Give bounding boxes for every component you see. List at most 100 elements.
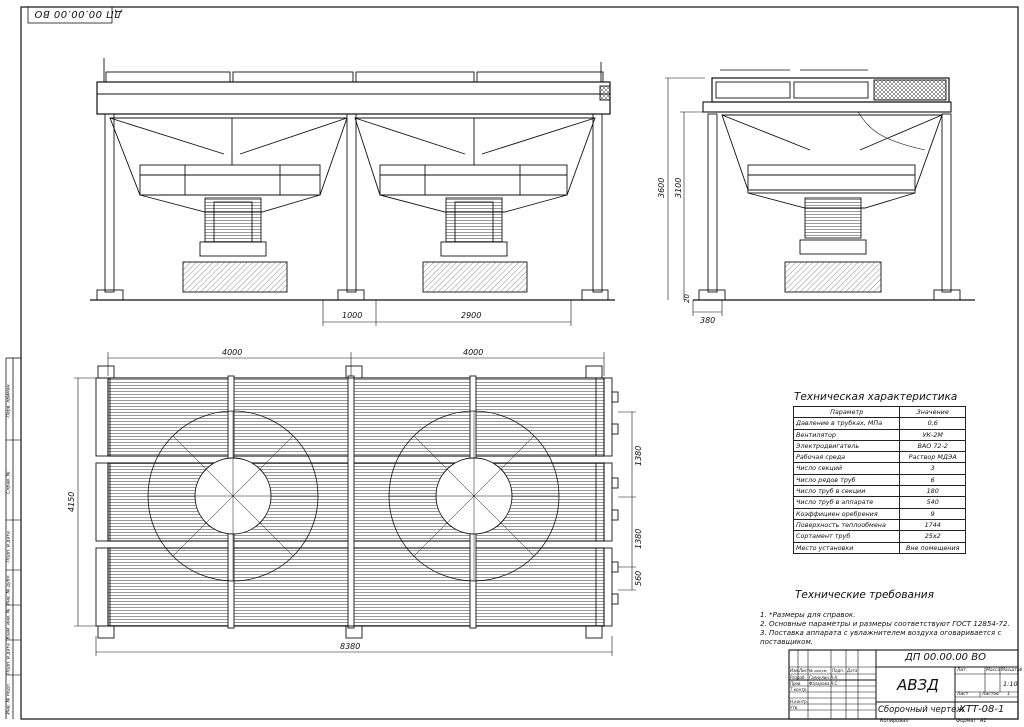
spec-value: 6 xyxy=(899,473,966,487)
spec-param: Давление в трубках, МПа xyxy=(792,417,901,430)
title-sheets-value: 1 xyxy=(1007,692,1010,697)
spec-value: 9 xyxy=(899,507,966,520)
dim-8380: 8380 xyxy=(340,642,360,651)
spec-param: Число труб в аппарате xyxy=(792,496,901,509)
end-view xyxy=(693,69,975,301)
title-block-cell: Изм. xyxy=(790,668,800,673)
plan-view-dimensions xyxy=(74,352,636,656)
spec-value: Раствор МДЭА xyxy=(899,451,966,464)
spec-value: 0,6 xyxy=(899,417,966,430)
spec-param: Рабочая среда xyxy=(792,451,901,464)
title-name: АВЗД xyxy=(897,676,939,694)
title-block-cell: Лист xyxy=(799,668,810,673)
requirements-list: 1. *Размеры для справок. 2. Основные пар… xyxy=(760,610,1012,646)
title-block-cell: Фазарова А.С. xyxy=(809,681,839,686)
spec-param: Число секций xyxy=(792,462,901,475)
spec-param: Число труб в секции xyxy=(792,485,901,498)
sheet-frame xyxy=(20,6,1019,720)
spec-value: Вне помещения xyxy=(899,541,966,554)
spec-param: Вентилятор xyxy=(792,428,901,441)
spec-col-param: Параметр xyxy=(792,405,901,419)
spec-value: 25х2 xyxy=(899,530,966,543)
spec-value: УК-2М xyxy=(899,428,966,441)
left-strip-label: Взам. инв. № xyxy=(6,608,12,640)
left-strip-label: Справ. № xyxy=(6,471,12,494)
title-copied: Копировал xyxy=(880,718,909,724)
left-strip-label: Перв. примен. xyxy=(6,383,12,418)
end-view-dimensions xyxy=(665,77,723,316)
title-doc-code: ДП 00.00.00 ВО xyxy=(905,652,986,663)
title-drawing-number: ХТТ-08-1 xyxy=(959,704,1005,715)
top-stamp-box xyxy=(27,6,113,24)
dim-3600: 3600 xyxy=(657,178,666,198)
requirement-item: 1. *Размеры для справок. xyxy=(760,610,856,619)
title-head-mass: Масса xyxy=(986,668,1001,673)
title-format-label: Формат xyxy=(956,718,977,724)
spec-param: Сортамент труб xyxy=(792,530,901,543)
dim-560: 560 xyxy=(634,571,643,586)
title-block-cell: Н.контр. xyxy=(790,699,808,704)
spec-value: 1744 xyxy=(899,518,966,532)
dim-1000: 1000 xyxy=(342,311,362,320)
dim-2900: 2900 xyxy=(461,311,481,320)
title-doc-type: Сборочный чертеж xyxy=(878,705,964,715)
title-block-cell: Подп. xyxy=(832,668,845,673)
spec-value: ВАО 72-2 xyxy=(899,439,966,453)
title-block-cell: Разраб. xyxy=(790,675,806,680)
spec-param: Поверхность теплообмена xyxy=(792,518,901,532)
dim-4150: 4150 xyxy=(67,492,76,512)
requirement-item: 2. Основные параметры и размеры соответс… xyxy=(760,619,1010,628)
spec-param: Коэффициен оребрения xyxy=(792,507,901,520)
dim-3100: 3100 xyxy=(674,178,683,198)
dim-4000-left: 4000 xyxy=(222,348,242,357)
title-format-value: А1 xyxy=(980,718,987,724)
left-strip-label: Подп. и дата xyxy=(6,531,12,563)
spec-table: Параметр Значение Давление в трубках, МП… xyxy=(792,405,966,554)
dim-4000-right: 4000 xyxy=(463,348,483,357)
requirement-item: 3. Поставка аппарата с увлажнителем возд… xyxy=(760,628,1002,646)
title-head-sheet: Лист xyxy=(957,692,969,697)
dim-380: 380 xyxy=(700,316,715,325)
title-head-scale: Масштаб xyxy=(1001,668,1023,673)
left-binding-strip xyxy=(5,357,21,719)
left-strip-label: Инв. № дубл. xyxy=(6,574,12,606)
spec-value: 180 xyxy=(899,485,966,498)
spec-value: 540 xyxy=(899,496,966,509)
spec-param: Электродвигатель xyxy=(792,439,901,453)
dim-1380-a: 1380 xyxy=(634,446,643,466)
left-strip-label: Подп. и дата xyxy=(6,643,12,675)
requirements-title: Технические требования xyxy=(795,589,934,601)
title-scale-value: 1:10 xyxy=(1003,680,1018,688)
left-strip-label: Инв. № подл. xyxy=(6,682,12,715)
spec-param: Место установки xyxy=(792,541,901,554)
title-block-cell: Утв. xyxy=(790,705,799,710)
title-block-cell: Галиулин А.А. xyxy=(809,675,839,680)
dim-1380-b: 1380 xyxy=(634,529,643,549)
top-document-code: ДП 00.00.00 ВО xyxy=(34,8,122,19)
plan-view xyxy=(95,365,619,639)
spec-col-value: Значение xyxy=(899,405,966,419)
spec-param: Число рядов труб xyxy=(792,473,901,487)
title-head-lit: Лит. xyxy=(957,668,968,673)
title-block-cell: Т.контр. xyxy=(790,687,808,692)
spec-title: Техническая характеристика xyxy=(794,391,958,403)
side-view-dimensions xyxy=(322,300,572,326)
title-block-grid xyxy=(788,649,1019,720)
title-block-cell: № докум. xyxy=(809,668,828,673)
title-block-cell: Дата xyxy=(847,668,858,673)
spec-value: 3 xyxy=(899,462,966,475)
